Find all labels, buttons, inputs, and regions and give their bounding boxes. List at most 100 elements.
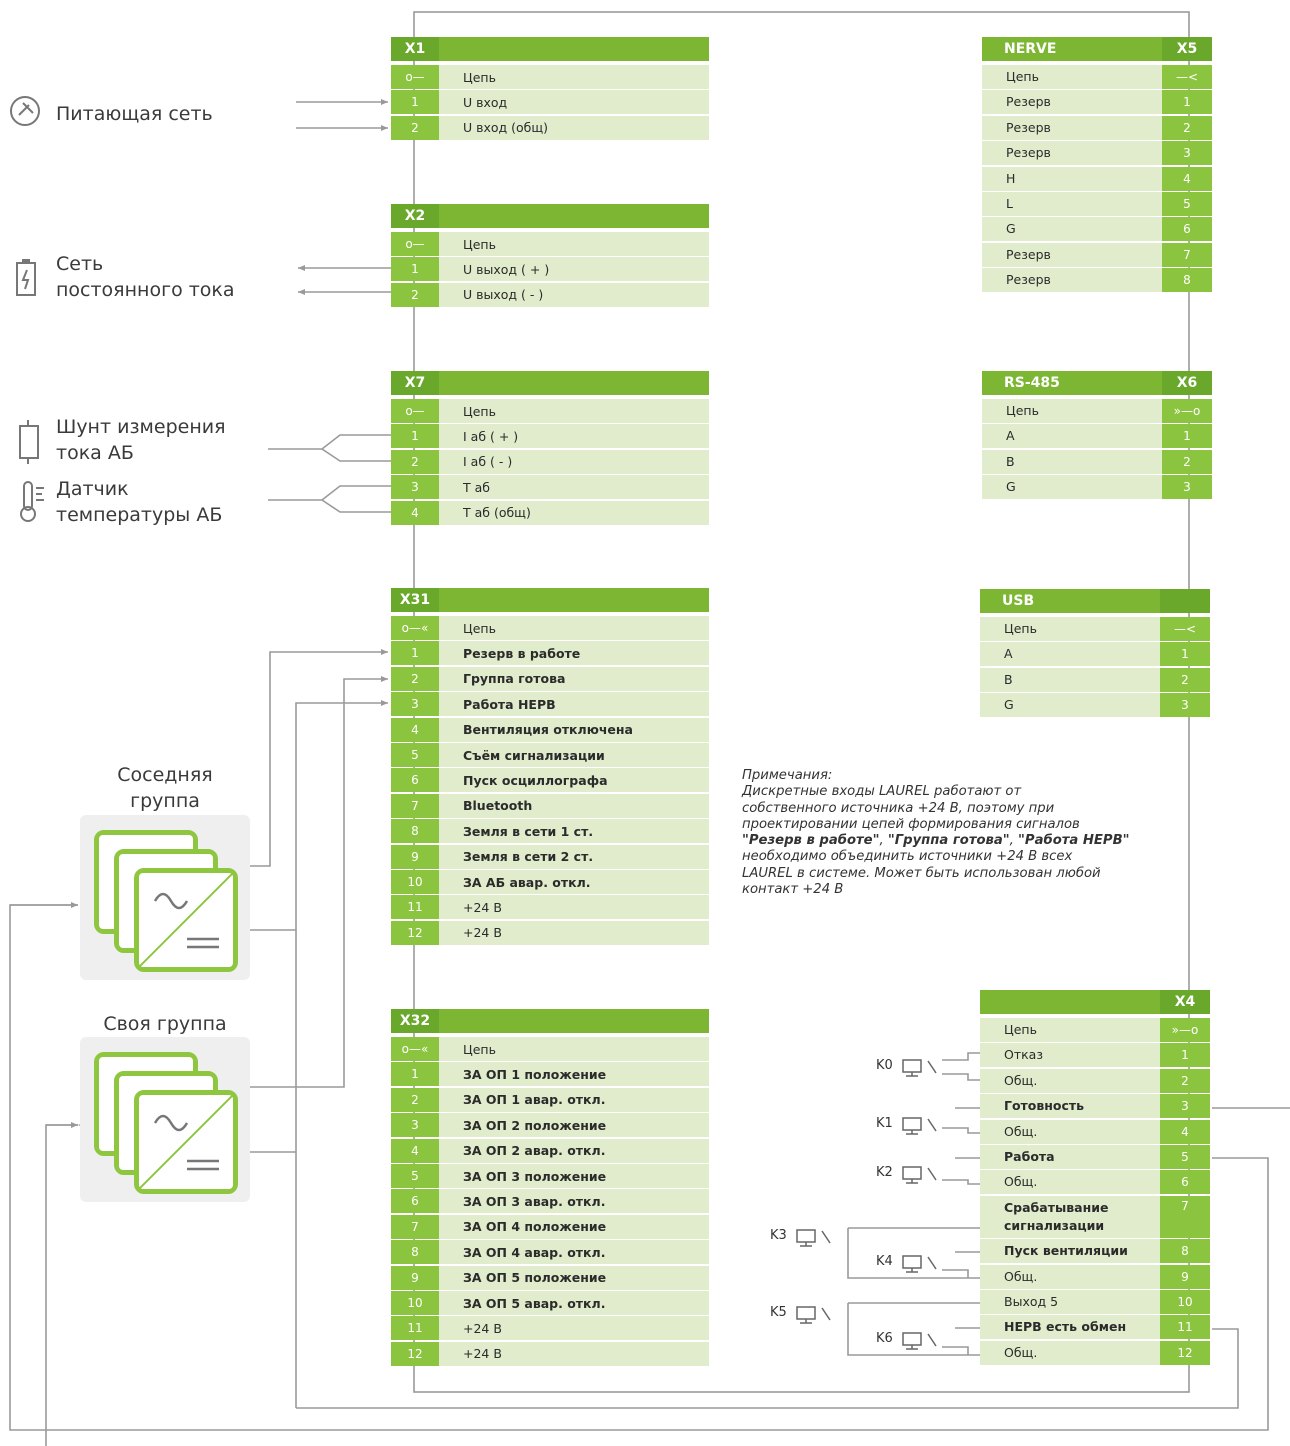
terminal-row[interactable]: 11+24 В [391, 1316, 709, 1341]
signal-label: Цепь [980, 617, 1160, 641]
signal-label: H [982, 166, 1162, 191]
battery-icon [14, 258, 38, 302]
pin-number: 7 [1160, 1195, 1210, 1238]
signal-label: Резерв [982, 115, 1162, 140]
terminal-row[interactable]: Общ.9 [980, 1264, 1210, 1289]
signal-label: Отказ [980, 1043, 1160, 1068]
terminal-row[interactable]: Общ.2 [980, 1068, 1210, 1093]
terminal-row[interactable]: о—«Цепь [391, 616, 709, 640]
terminal-row[interactable]: Общ.12 [980, 1340, 1210, 1365]
signal-label: Пуск вентиляции [980, 1239, 1160, 1264]
terminal-row[interactable]: Цепь»—о [982, 399, 1212, 423]
terminal-row[interactable]: 11+24 В [391, 895, 709, 920]
power-source-label: Питающая сеть [56, 103, 213, 125]
relay-coil-icon [902, 1117, 946, 1141]
terminal-row[interactable]: Цепь»—о [980, 1018, 1210, 1042]
pin-number: 5 [391, 743, 439, 767]
terminal-row[interactable]: Общ.6 [980, 1170, 1210, 1195]
connector-name: X4 [1160, 990, 1210, 1014]
signal-label: Резерв [982, 242, 1162, 267]
terminal-row[interactable]: о—Цепь [391, 232, 709, 256]
terminal-row[interactable]: о—«Цепь [391, 1037, 709, 1061]
pin-number: 2 [1162, 449, 1212, 474]
connector-name: X7 [391, 371, 439, 395]
terminal-row[interactable]: 12+24 В [391, 920, 709, 945]
pin-number: 2 [391, 1087, 439, 1112]
signal-label: Готовность [980, 1094, 1160, 1119]
terminal-row[interactable]: Цепь—< [982, 65, 1212, 89]
signal-label: Цепь [439, 399, 709, 423]
relay-coil-icon [902, 1255, 946, 1279]
terminal-row[interactable]: Общ.4 [980, 1119, 1210, 1144]
signal-label: ЗА ОП 1 авар. откл. [439, 1087, 709, 1112]
signal-label: Выход 5 [980, 1290, 1160, 1314]
block-title: NERVE [982, 37, 1162, 61]
terminal-row[interactable]: о—Цепь [391, 399, 709, 423]
signal-label: +24 В [439, 895, 709, 920]
pin-number: 6 [1160, 1170, 1210, 1195]
signal-label: ЗА ОП 5 положение [439, 1265, 709, 1290]
terminal-row[interactable]: Цепь—< [980, 617, 1210, 641]
relay-coil-icon [902, 1166, 946, 1190]
signal-label: G [980, 693, 1160, 718]
terminal-row[interactable]: о—Цепь [391, 65, 709, 89]
signal-label: ЗА ОП 2 положение [439, 1113, 709, 1138]
signal-label: Цепь [439, 232, 709, 256]
signal-label: T аб [439, 475, 709, 500]
pin-number: 1 [391, 424, 439, 449]
relay-coil-icon [796, 1229, 840, 1253]
shunt-label-1: Шунт измерения [56, 416, 226, 438]
note-line: Дискретные входы LAUREL работают от [742, 784, 1022, 800]
terminal-row[interactable]: 12+24 В [391, 1341, 709, 1366]
